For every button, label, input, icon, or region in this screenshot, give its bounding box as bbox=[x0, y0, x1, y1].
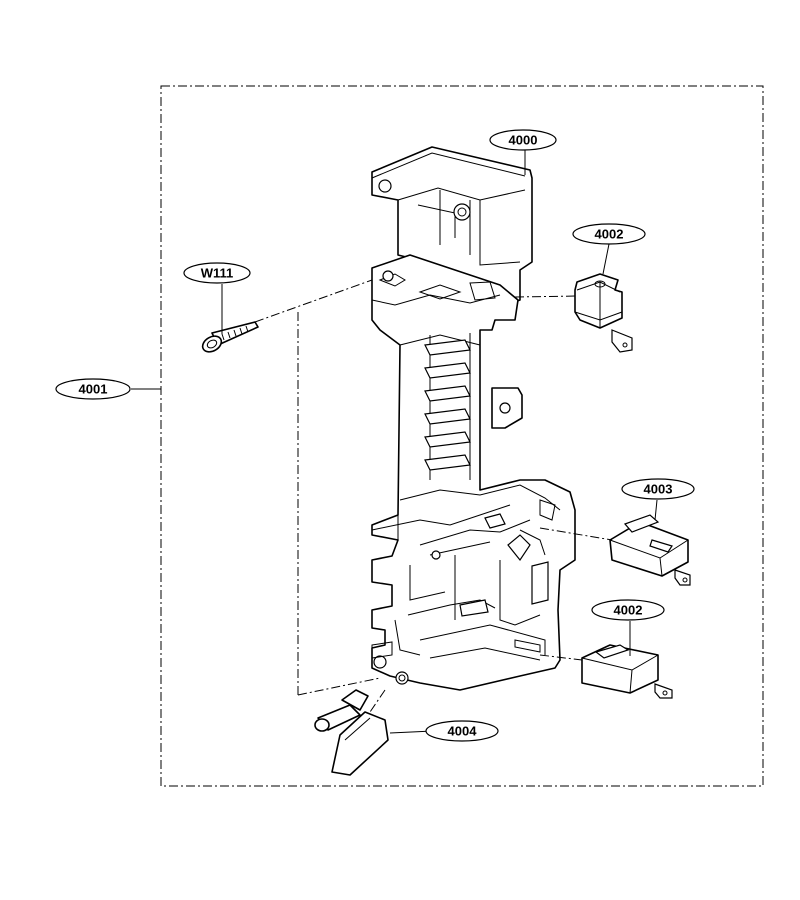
screw-icon bbox=[201, 321, 259, 353]
callout-label: 4002 bbox=[595, 227, 624, 242]
bracket-ribs bbox=[424, 339, 471, 471]
leader-lines bbox=[131, 150, 658, 734]
callout-lever: 4004 bbox=[425, 720, 499, 742]
callout-label: 4000 bbox=[509, 133, 538, 148]
callout-switch-mid: 4003 bbox=[621, 478, 695, 500]
callout-label: 4004 bbox=[448, 724, 478, 739]
assembly-frame bbox=[160, 85, 764, 787]
callout-bracket: 4001 bbox=[55, 378, 131, 400]
callout-label: 4002 bbox=[614, 603, 643, 618]
callout-assembly: 4000 bbox=[489, 129, 557, 151]
assembly-guides bbox=[254, 279, 613, 713]
callout-label: 4003 bbox=[644, 482, 673, 497]
microswitch-icon bbox=[574, 273, 633, 353]
callout-screw: W111 bbox=[183, 262, 251, 284]
callout-label: W111 bbox=[201, 266, 234, 281]
lever-icon bbox=[314, 689, 389, 776]
callout-label: 4001 bbox=[79, 382, 108, 397]
latch-bracket-icon bbox=[371, 146, 576, 691]
callout-switch-top: 4002 bbox=[572, 223, 646, 245]
microswitch-icon-mid bbox=[609, 514, 691, 586]
microswitch-icon-bottom bbox=[581, 644, 673, 699]
callout-switch-bottom: 4002 bbox=[591, 599, 665, 621]
